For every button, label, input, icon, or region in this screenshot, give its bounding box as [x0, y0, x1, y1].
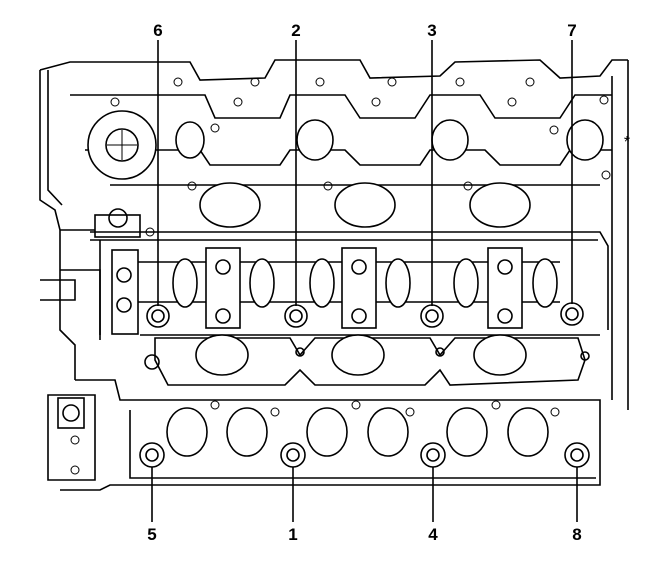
leader-lines	[151, 40, 578, 522]
lower-head	[47, 334, 601, 491]
upper-housing	[39, 59, 629, 410]
lower-bolt-heads	[139, 442, 590, 468]
callout-2: 2	[291, 21, 300, 40]
asterisk-mark: *	[624, 134, 630, 151]
callout-1: 1	[288, 525, 297, 544]
callout-4: 4	[428, 525, 438, 544]
callout-7: 7	[567, 21, 576, 40]
head-rail	[90, 231, 609, 340]
callout-3: 3	[427, 21, 436, 40]
callout-6: 6	[153, 21, 162, 40]
callout-8: 8	[572, 525, 581, 544]
upper-bolt-heads	[146, 302, 584, 328]
callout-5: 5	[147, 525, 156, 544]
